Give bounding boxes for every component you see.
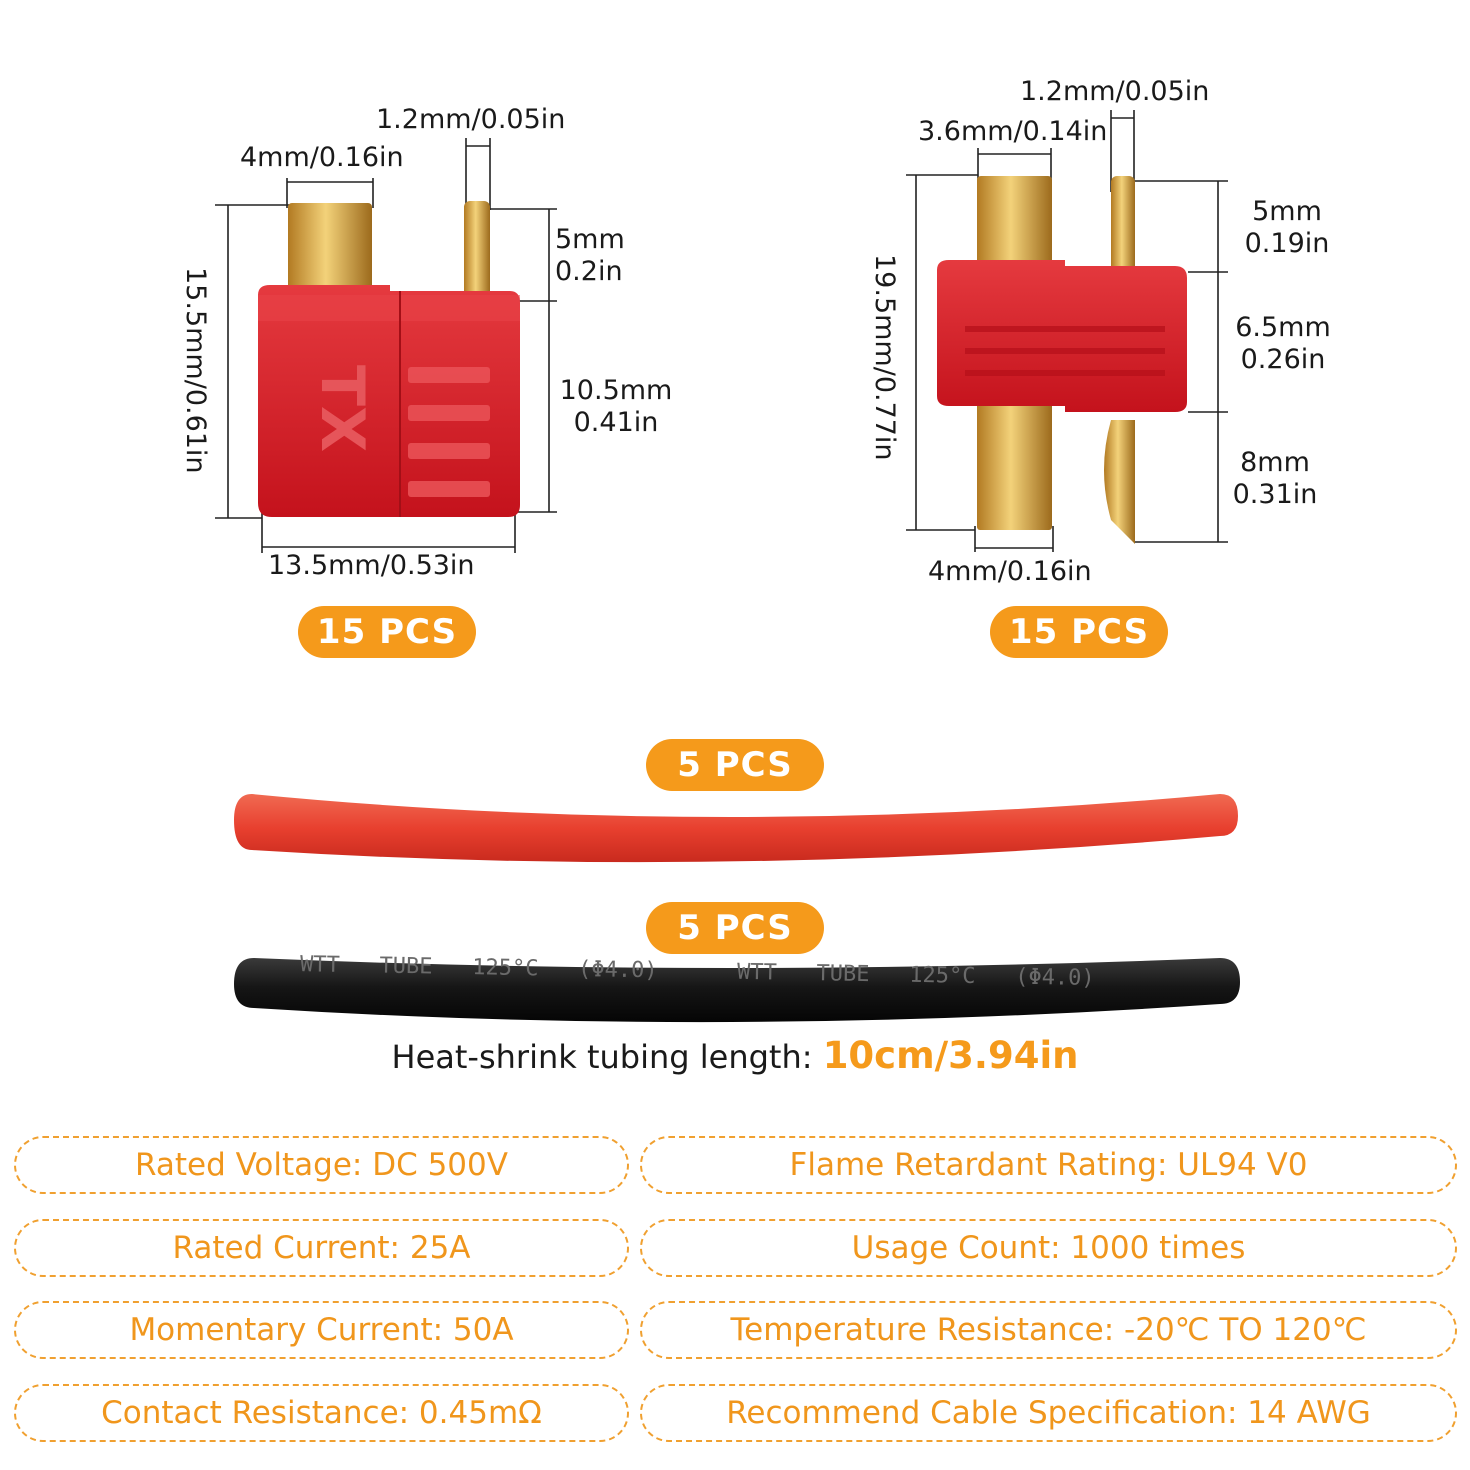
right-top-pin-label-mm: 5mm <box>1252 196 1322 227</box>
left-body-height-label-mm: 10.5mm <box>559 375 673 406</box>
spec-rated-current: Rated Current: 25A <box>14 1219 629 1277</box>
tube-length-value: 10cm/3.94in <box>822 1034 1079 1077</box>
right-bottom-width-label: 4mm/0.16in <box>928 556 1092 587</box>
left-pin-width-label: 4mm/0.16in <box>240 142 404 173</box>
right-top-pin-label-in: 0.19in <box>1244 228 1330 259</box>
spec-recommend-cable: Recommend Cable Specification: 14 AWG <box>640 1384 1457 1442</box>
left-connector-image: TX <box>258 201 520 517</box>
black-heat-shrink-tube <box>234 958 1240 1023</box>
left-total-height-label: 15.5mm/0.61in <box>180 267 211 474</box>
spec-momentary-current: Momentary Current: 50A <box>14 1301 629 1359</box>
right-bottom-pin-label-mm: 8mm <box>1240 447 1310 478</box>
red-heat-shrink-tube <box>234 794 1238 863</box>
right-qty-badge: 15 PCS <box>990 606 1168 658</box>
tube-length-caption: Heat-shrink tubing length: 10cm/3.94in <box>0 1034 1470 1077</box>
spec-temperature-resistance: Temperature Resistance: -20℃ TO 120℃ <box>640 1301 1457 1359</box>
right-total-height-label: 19.5mm/0.77in <box>869 254 900 461</box>
right-pin-width-label: 3.6mm/0.14in <box>918 116 1108 147</box>
right-pin-thickness-label: 1.2mm/0.05in <box>1020 76 1210 107</box>
spec-usage-count: Usage Count: 1000 times <box>640 1219 1457 1277</box>
spec-rated-voltage: Rated Voltage: DC 500V <box>14 1136 629 1194</box>
right-connector-image <box>937 176 1187 544</box>
spec-flame-retardant: Flame Retardant Rating: UL94 V0 <box>640 1136 1457 1194</box>
red-tube-qty-badge: 5 PCS <box>646 739 824 791</box>
left-qty-badge: 15 PCS <box>298 606 476 658</box>
left-pin-height-label-mm: 5mm <box>555 224 625 255</box>
left-body-height-label-in: 0.41in <box>573 407 659 438</box>
svg-text:TX: TX <box>307 365 377 452</box>
spec-contact-resistance: Contact Resistance: 0.45mΩ <box>14 1384 629 1442</box>
left-width-label: 13.5mm/0.53in <box>268 550 475 581</box>
left-pin-height-label-in: 0.2in <box>555 256 623 287</box>
right-body-label-mm: 6.5mm <box>1235 312 1331 343</box>
black-tube-qty-badge: 5 PCS <box>646 902 824 954</box>
left-pin-thickness-label: 1.2mm/0.05in <box>376 104 566 135</box>
tube-length-label: Heat-shrink tubing length: <box>391 1038 823 1076</box>
right-body-label-in: 0.26in <box>1240 344 1326 375</box>
right-bottom-pin-label-in: 0.31in <box>1232 479 1318 510</box>
